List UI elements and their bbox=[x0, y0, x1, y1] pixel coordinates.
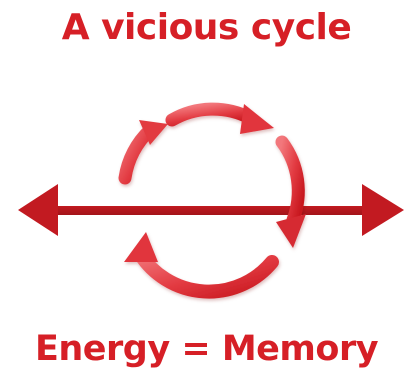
double-headed-arrow-icon bbox=[18, 184, 404, 236]
cycle-arrows-icon bbox=[118, 102, 306, 299]
title: A vicious cycle bbox=[61, 7, 352, 48]
caption: Energy = Memory bbox=[34, 329, 379, 369]
